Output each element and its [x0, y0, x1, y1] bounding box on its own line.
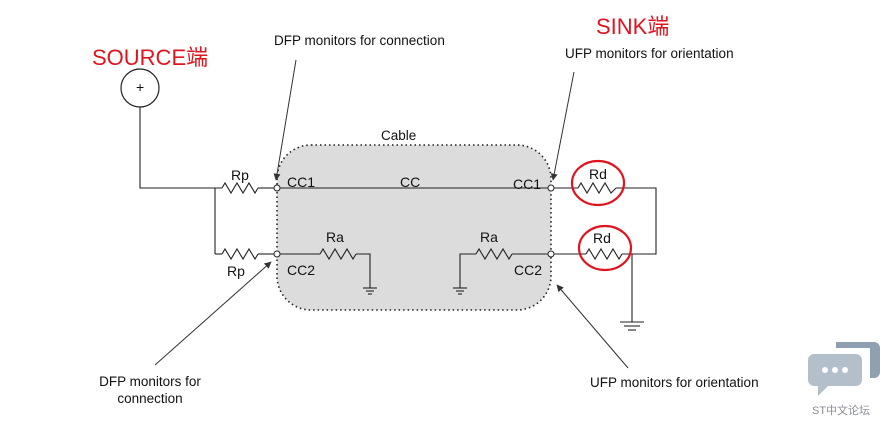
annotation-arrows: [154, 59, 629, 369]
rd-bottom-resistor: [585, 247, 623, 261]
left-cc1-label: CC1: [287, 174, 316, 190]
ufp-top-note: UFP monitors for orientation: [565, 46, 734, 61]
right-cc1-label: CC1: [513, 176, 542, 192]
rp-top-resistor: [221, 181, 259, 195]
rp-bottom-label: Rp: [227, 263, 245, 279]
dfp-top-note: DFP monitors for connection: [274, 33, 445, 48]
ra-left-label: Ra: [326, 229, 344, 245]
rd-bottom-label: Rd: [593, 230, 611, 246]
rp-bottom-resistor: [221, 247, 259, 261]
rd-bottom-highlight: [577, 224, 633, 272]
watermark-text: ST中文论坛: [812, 405, 871, 417]
dfp-bottom-note: DFP monitors for connection: [80, 374, 220, 406]
source-label: SOURCE端: [92, 45, 209, 70]
sink-label: SINK端: [596, 14, 670, 39]
rp-top-label: Rp: [231, 167, 249, 183]
ground-symbols: [363, 287, 644, 331]
left-cc2-label: CC2: [287, 262, 316, 278]
ra-left-resistor: [319, 247, 357, 261]
resistor-zigzags: [221, 181, 623, 261]
dfp-bottom-note-line1: DFP monitors for: [99, 374, 201, 389]
rd-top-label: Rd: [589, 166, 607, 182]
dfp-bottom-note-line2: connection: [117, 391, 183, 406]
ufp-bottom-note: UFP monitors for orientation: [590, 375, 759, 390]
cable-box: [276, 144, 552, 311]
rd-top-highlight: [570, 159, 626, 207]
source-plus-sign: +: [136, 79, 145, 95]
cc-line-label: CC: [400, 174, 421, 190]
ra-right-resistor: [475, 247, 513, 261]
cable-label: Cable: [381, 128, 417, 143]
right-cc2-label: CC2: [514, 262, 543, 278]
chat-bubble-icon: [808, 342, 880, 396]
ra-right-label: Ra: [480, 229, 498, 245]
rd-top-resistor: [577, 181, 617, 195]
wires: [139, 107, 657, 322]
pin-nodes: [273, 184, 555, 258]
